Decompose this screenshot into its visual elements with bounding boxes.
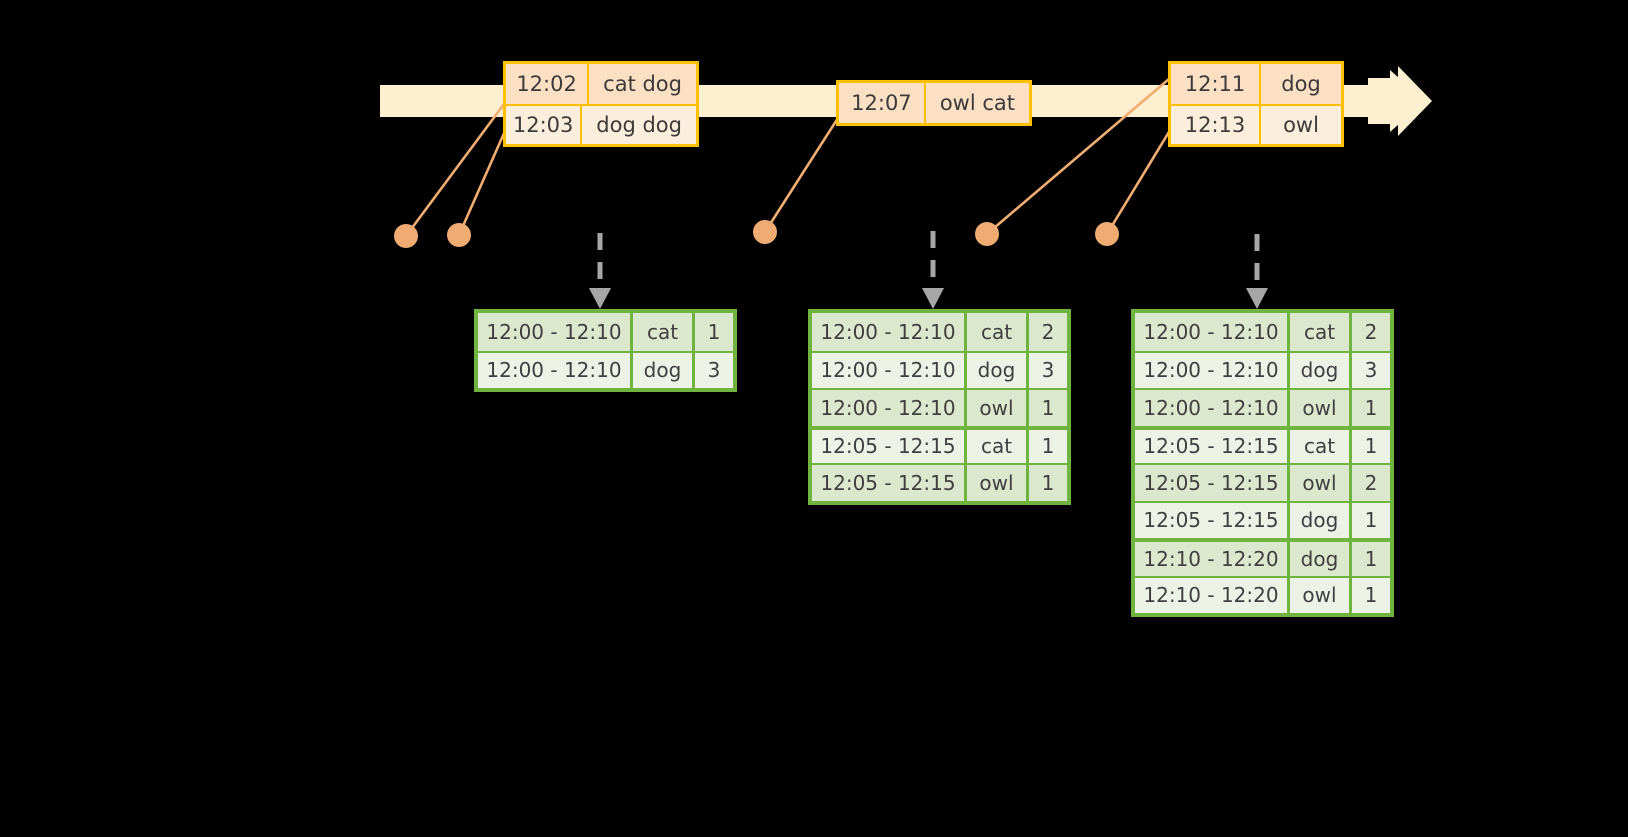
event-row[interactable]: 12:13 owl [1171,104,1341,144]
event-dot-1203 [447,223,471,247]
event-time: 12:13 [1171,106,1261,144]
cell-window: 12:00 - 12:10 [812,390,967,426]
event-words: owl [1283,113,1319,137]
cell-count: 2 [1364,470,1378,495]
event-words: cat dog [603,72,682,96]
cell-count: 2 [1364,319,1378,344]
cell-window: 12:10 - 12:20 [1135,542,1290,576]
cell-word: owl [1290,465,1352,501]
cell-count: 1 [1364,395,1378,420]
connector-1203 [457,130,507,236]
event-words: dog [1281,72,1321,96]
event-words: dog dog [596,113,682,137]
cell-word: cat [967,313,1029,351]
event-box-group-2[interactable]: 12:07 owl cat [836,80,1032,126]
event-row[interactable]: 12:02 cat dog [506,64,696,104]
cell-count: 3 [1364,358,1378,383]
event-words: owl cat [939,91,1015,115]
cell-count: 3 [1041,358,1055,383]
cell-word: cat [967,429,1029,463]
event-dot-1213 [1095,222,1119,246]
cell-word: owl [967,465,1029,501]
cell-count: 2 [1041,319,1055,344]
timeline-arrowhead-solid [1368,66,1432,136]
cell-count: 3 [707,358,721,383]
cell-count: 1 [707,319,721,344]
cell-word: owl [1290,577,1352,613]
event-time: 12:03 [506,106,583,144]
cell-window: 12:00 - 12:10 [812,352,967,388]
event-time: 12:11 [1171,64,1261,104]
cell-count: 1 [1364,583,1378,608]
down-arrows [589,231,1268,309]
cell-window: 12:00 - 12:10 [1135,352,1290,388]
cell-word: dog [1290,502,1352,538]
cell-count: 1 [1041,434,1055,459]
cell-window: 12:00 - 12:10 [812,313,967,351]
event-row[interactable]: 12:07 owl cat [839,83,1029,123]
cell-count: 1 [1364,546,1378,571]
cell-word: dog [1290,352,1352,388]
cell-count: 1 [1364,508,1378,533]
down-arrow-3 [1246,234,1268,309]
event-box-group-3[interactable]: 12:11 dog 12:13 owl [1168,61,1344,147]
cell-word: dog [633,352,695,388]
connector-1213 [1105,126,1174,235]
event-row[interactable]: 12:11 dog [1171,64,1341,104]
event-dot-1202 [394,224,418,248]
cell-word: dog [967,352,1029,388]
cell-word: cat [633,313,695,351]
connector-1207 [763,117,840,233]
cell-window: 12:05 - 12:15 [1135,465,1290,501]
down-arrow-2 [922,231,944,309]
event-dot-1207 [753,220,777,244]
cell-word: cat [1290,429,1352,463]
cell-word: owl [967,390,1029,426]
timeline-arrowhead [1380,70,1425,132]
cell-count: 1 [1041,395,1055,420]
event-dot-1211 [975,222,999,246]
cell-window: 12:00 - 12:10 [478,352,633,388]
cell-window: 12:05 - 12:15 [1135,429,1290,463]
connector-1202 [404,99,509,237]
cell-window: 12:00 - 12:10 [478,313,633,351]
cell-word: owl [1290,390,1352,426]
event-box-group-1[interactable]: 12:02 cat dog 12:03 dog dog [503,61,699,147]
cell-word: cat [1290,313,1352,351]
cell-window: 12:00 - 12:10 [1135,390,1290,426]
cell-count: 1 [1364,434,1378,459]
event-time: 12:07 [839,83,926,123]
cell-word: dog [1290,542,1352,576]
cell-window: 12:00 - 12:10 [1135,313,1290,351]
event-dots [394,220,1119,248]
cell-window: 12:10 - 12:20 [1135,577,1290,613]
cell-window: 12:05 - 12:15 [812,429,967,463]
cell-count: 1 [1041,470,1055,495]
down-arrow-1 [589,233,611,309]
cell-window: 12:05 - 12:15 [812,465,967,501]
event-time: 12:02 [506,64,590,104]
event-row[interactable]: 12:03 dog dog [506,104,696,144]
cell-window: 12:05 - 12:15 [1135,502,1290,538]
